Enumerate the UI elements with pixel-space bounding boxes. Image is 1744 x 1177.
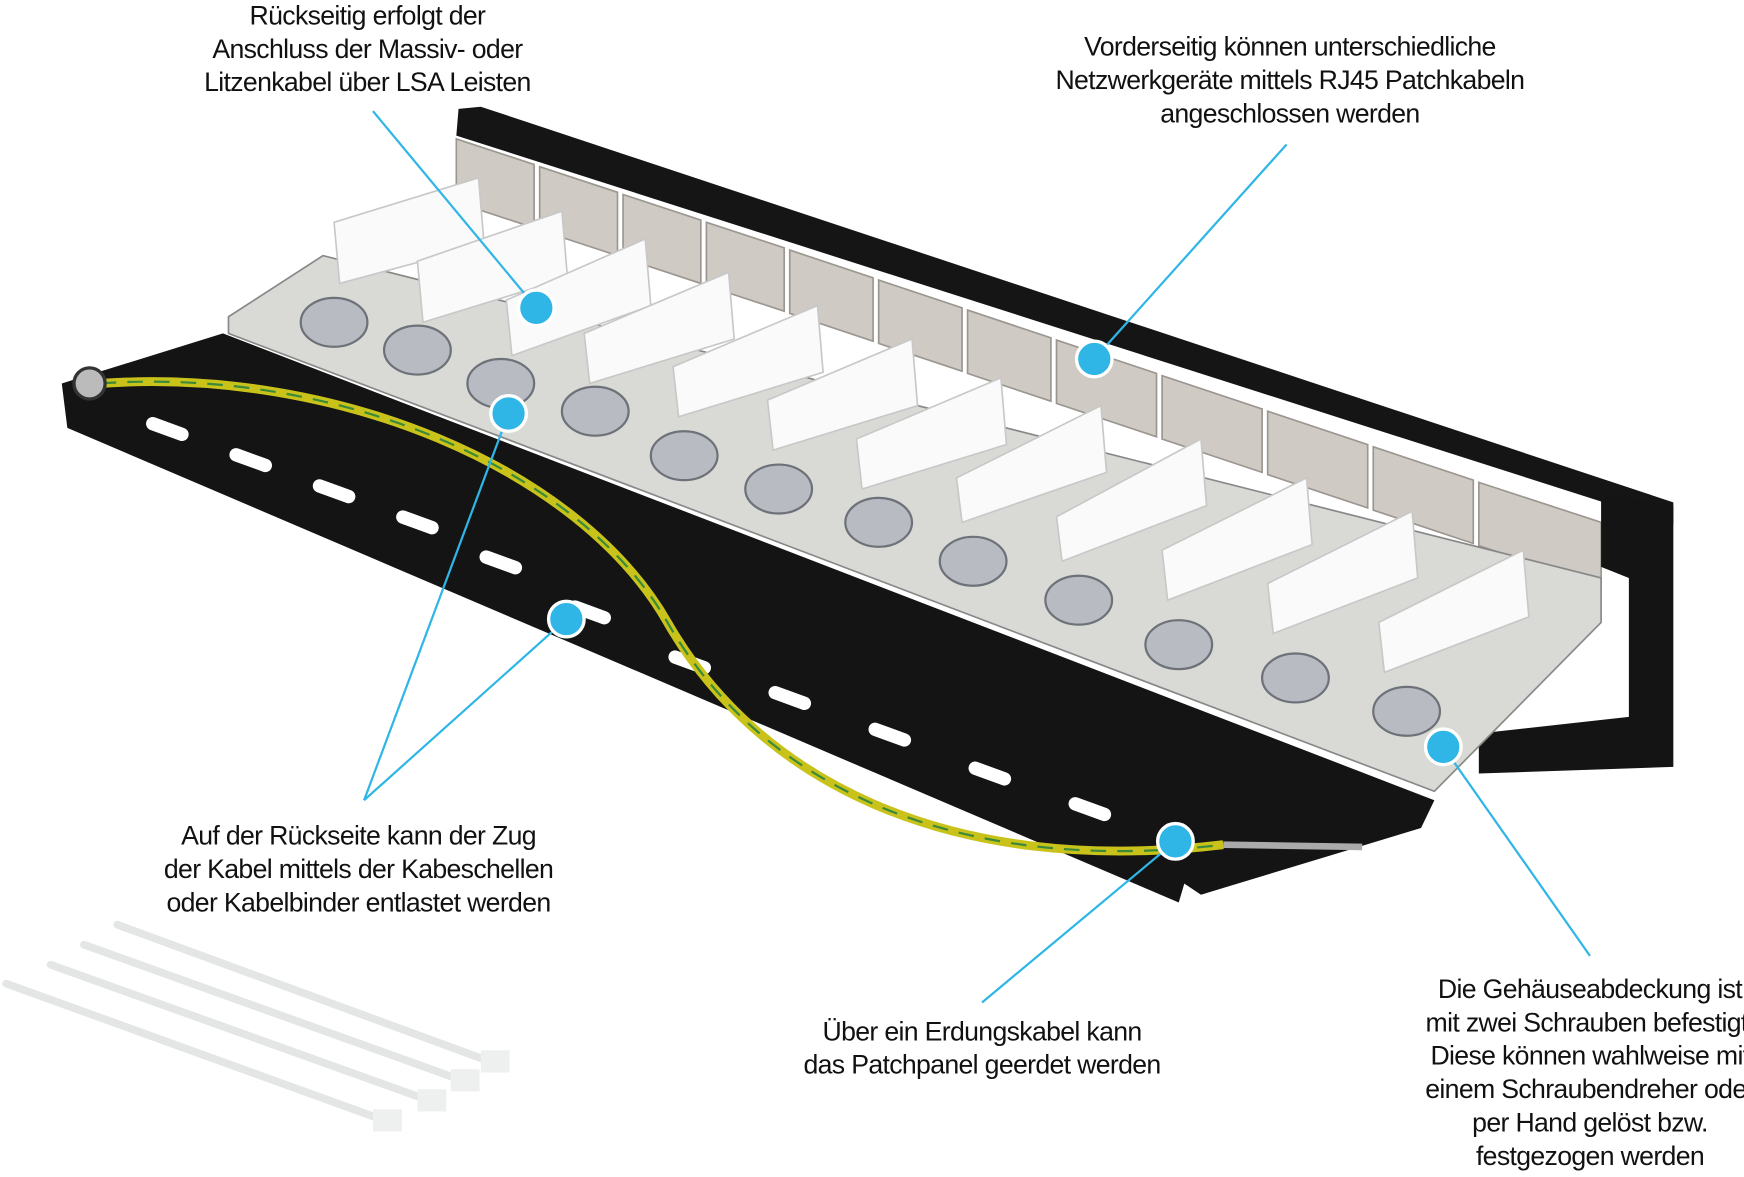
caption-line: oder Kabelbinder entlastet werden bbox=[166, 887, 550, 917]
callout-marker-clamp bbox=[489, 394, 529, 433]
caption-line: Vorderseitig können unterschiedliche bbox=[1084, 32, 1496, 62]
caption-line: Diese können wahlweise mit bbox=[1430, 1041, 1744, 1071]
caption-line: einem Schraubendreher oder bbox=[1425, 1074, 1744, 1104]
caption-housing-cover: Die Gehäuseabdeckung ist mit zwei Schrau… bbox=[1425, 974, 1744, 1171]
caption-grounding: Über ein Erdungskabel kann das Patchpane… bbox=[803, 1016, 1161, 1080]
caption-line: per Hand gelöst bzw. bbox=[1472, 1107, 1708, 1137]
caption-line: Anschluss der Massiv- oder bbox=[212, 34, 523, 64]
caption-line: Netzwerkgeräte mittels RJ45 Patchkabeln bbox=[1055, 65, 1524, 95]
lsa-blocks bbox=[333, 176, 1530, 674]
caption-lsa-connection: Rückseitig erfolgt der Anschluss der Mas… bbox=[204, 0, 531, 97]
callout-lines bbox=[363, 110, 1591, 1004]
ground-cable bbox=[72, 366, 1363, 856]
housing-end bbox=[1478, 494, 1674, 774]
panel-body bbox=[227, 254, 1602, 793]
caption-line: Auf der Rückseite kann der Zug bbox=[181, 821, 536, 851]
caption-line: festgezogen werden bbox=[1476, 1141, 1704, 1171]
callout-marker-screw bbox=[1423, 727, 1463, 767]
cable-clamps bbox=[299, 296, 1442, 737]
caption-line: angeschlossen werden bbox=[1160, 98, 1419, 128]
callout-marker-rj45 bbox=[1074, 339, 1114, 379]
caption-line: das Patchpanel geerdet werden bbox=[803, 1050, 1160, 1080]
caption-strain-relief: Auf der Rückseite kann der Zug der Kabel… bbox=[164, 821, 554, 918]
callout-marker-tray bbox=[546, 599, 586, 639]
callout-marker-ground bbox=[1155, 821, 1195, 861]
caption-line: Litzenkabel über LSA Leisten bbox=[204, 67, 531, 97]
caption-line: Über ein Erdungskabel kann bbox=[823, 1016, 1142, 1046]
caption-line: Rückseitig erfolgt der bbox=[250, 0, 487, 30]
caption-line: mit zwei Schrauben befestigt. bbox=[1426, 1007, 1744, 1037]
caption-line: der Kabel mittels der Kabeschellen bbox=[164, 854, 553, 884]
back-rail bbox=[456, 106, 1674, 525]
callout-marker-lsa bbox=[516, 288, 556, 328]
caption-line: Die Gehäuseabdeckung ist bbox=[1438, 974, 1743, 1004]
caption-front-rj45: Vorderseitig können unterschiedliche Net… bbox=[1055, 32, 1525, 129]
cable-ties bbox=[2, 920, 510, 1132]
